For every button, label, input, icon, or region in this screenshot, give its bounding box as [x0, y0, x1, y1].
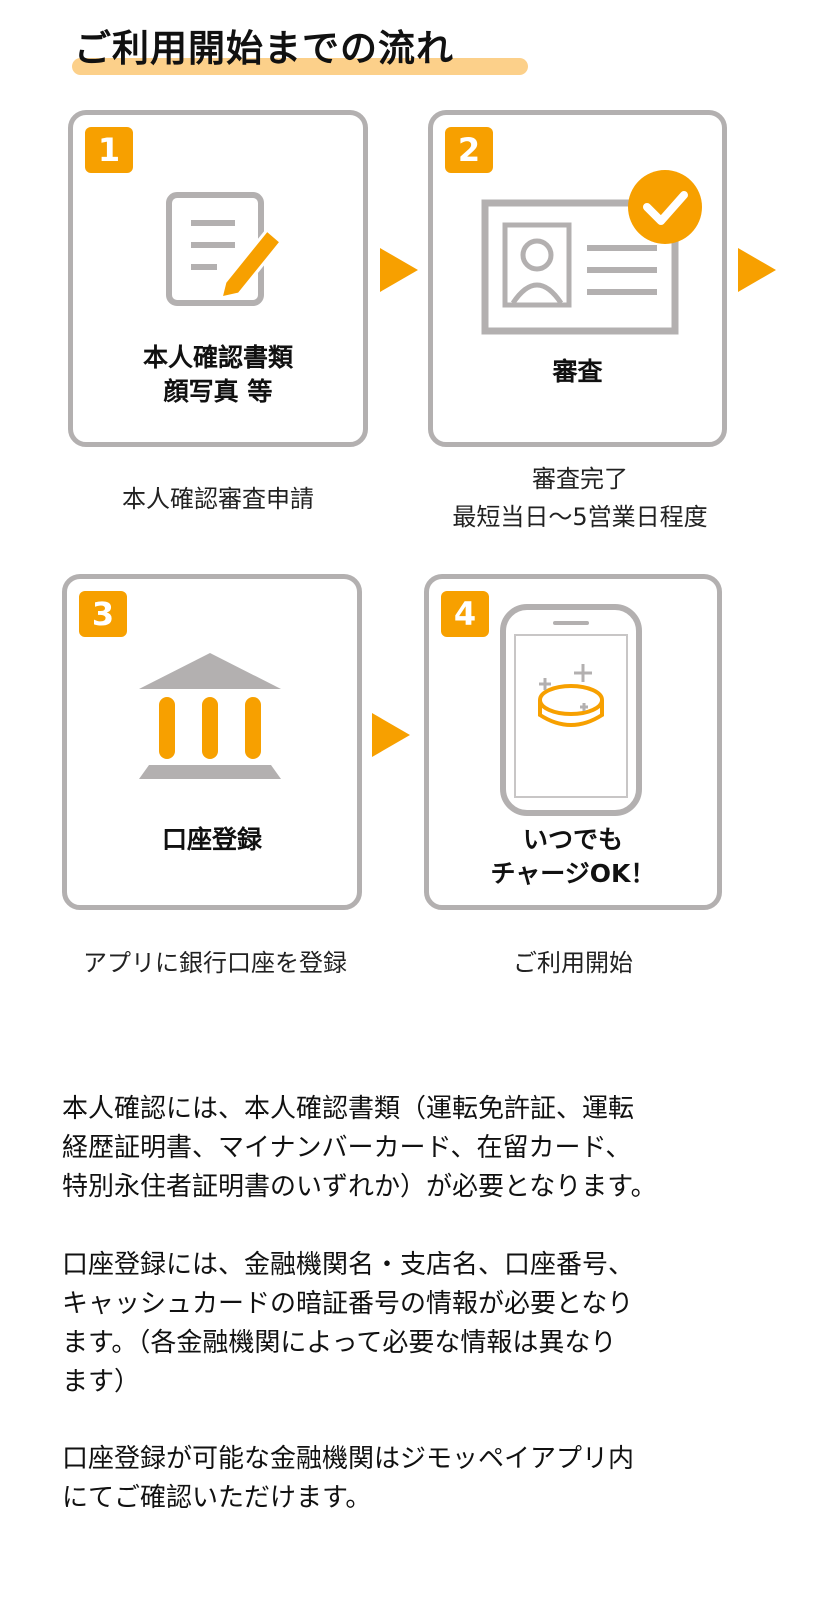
step-label: いつでもチャージOK！ — [490, 825, 656, 888]
step-number-badge: 4 — [441, 591, 489, 637]
document-edit-icon — [166, 192, 284, 306]
title-highlight — [72, 58, 528, 75]
step-label: 本人確認書類顔写真 等 — [142, 343, 293, 406]
step-caption-4: ご利用開始 — [513, 949, 633, 977]
step-card-1: 1 本人確認書類顔写真 等 — [68, 110, 368, 447]
step-number-badge: 1 — [85, 127, 133, 173]
step-card-3: 3 口座登録 — [62, 574, 362, 910]
step-number-badge: 2 — [445, 127, 493, 173]
arrow-icon — [380, 248, 418, 292]
step-card-2: 2 審査 — [428, 110, 727, 447]
arrow-icon — [738, 248, 776, 292]
step-caption-1: 本人確認審査申請 — [122, 485, 314, 513]
step-label: 口座登録 — [161, 825, 262, 854]
phone-coin-icon — [500, 604, 642, 816]
note-supported-banks: 口座登録が可能な金融機関はジモッペイアプリ内にてご確認いただけます。 — [62, 1444, 635, 1513]
bank-icon — [139, 653, 281, 779]
arrow-icon — [372, 713, 410, 757]
page-title: ご利用開始までの流れ — [74, 27, 454, 70]
id-card-check-icon — [481, 170, 702, 335]
note-id-verification: 本人確認には、本人確認書類（運転免許証、運転経歴証明書、マイナンバーカード、在留… — [62, 1094, 657, 1202]
step-number-badge: 3 — [79, 591, 127, 637]
note-account-registration: 口座登録には、金融機関名・支店名、口座番号、キャッシュカードの暗証番号の情報が必… — [62, 1250, 635, 1397]
step-card-4: 4 いつでもチャージOK！ — [424, 574, 722, 910]
step-label: 審査 — [552, 357, 603, 386]
step-caption-3: アプリに銀行口座を登録 — [83, 949, 347, 977]
step-caption-2: 審査完了最短当日～5営業日程度 — [452, 465, 708, 531]
